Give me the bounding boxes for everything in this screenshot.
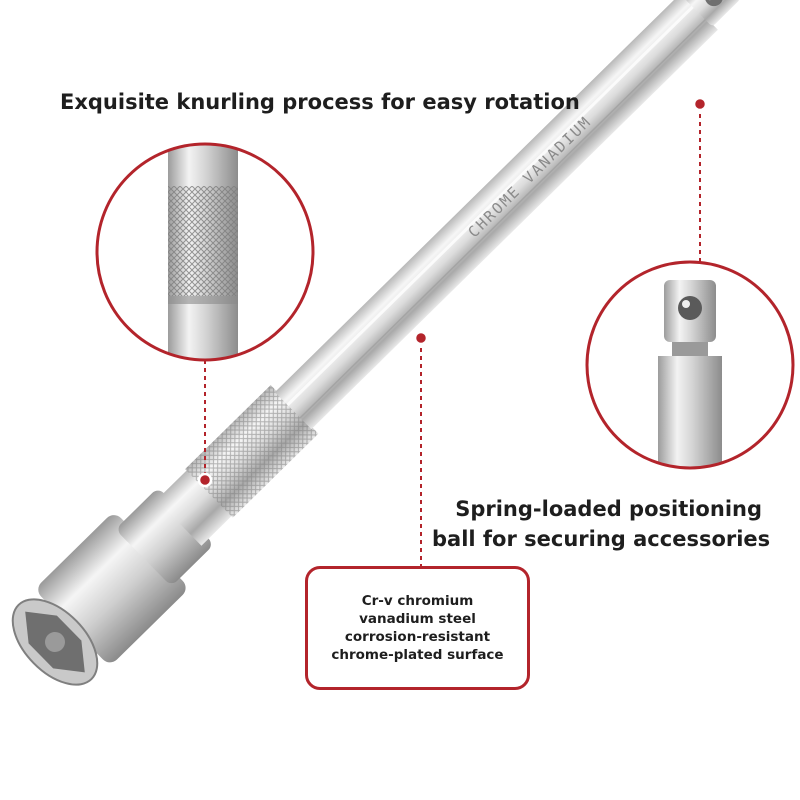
- ball-caption-line-2: ball for securing accessories: [432, 527, 771, 551]
- material-callout-box: Cr-v chromium vanadium steel corrosion-r…: [305, 566, 530, 690]
- material-line-2: vanadium steel: [359, 611, 476, 627]
- material-line-1: Cr-v chromium: [361, 593, 474, 609]
- socket-opening: [11, 598, 99, 686]
- knurling-caption: Exquisite knurling process for easy rota…: [60, 90, 580, 114]
- material-line-3: corrosion-resistant: [344, 629, 491, 645]
- square-drive: [685, 0, 740, 26]
- ball-caption: Spring-loaded positioning ball for secur…: [432, 494, 771, 554]
- leader-dots: [197, 96, 708, 488]
- knurling-detail-circle: [95, 142, 315, 362]
- ball-caption-line-1: Spring-loaded positioning: [455, 497, 762, 521]
- ball-detail-circle: [585, 260, 795, 470]
- bar-shaft: [274, 0, 718, 430]
- engraving-text: CHROME VANADIUM: [464, 112, 595, 241]
- material-line-4: chrome-plated surface: [331, 647, 504, 663]
- leader-lines: [204, 106, 701, 566]
